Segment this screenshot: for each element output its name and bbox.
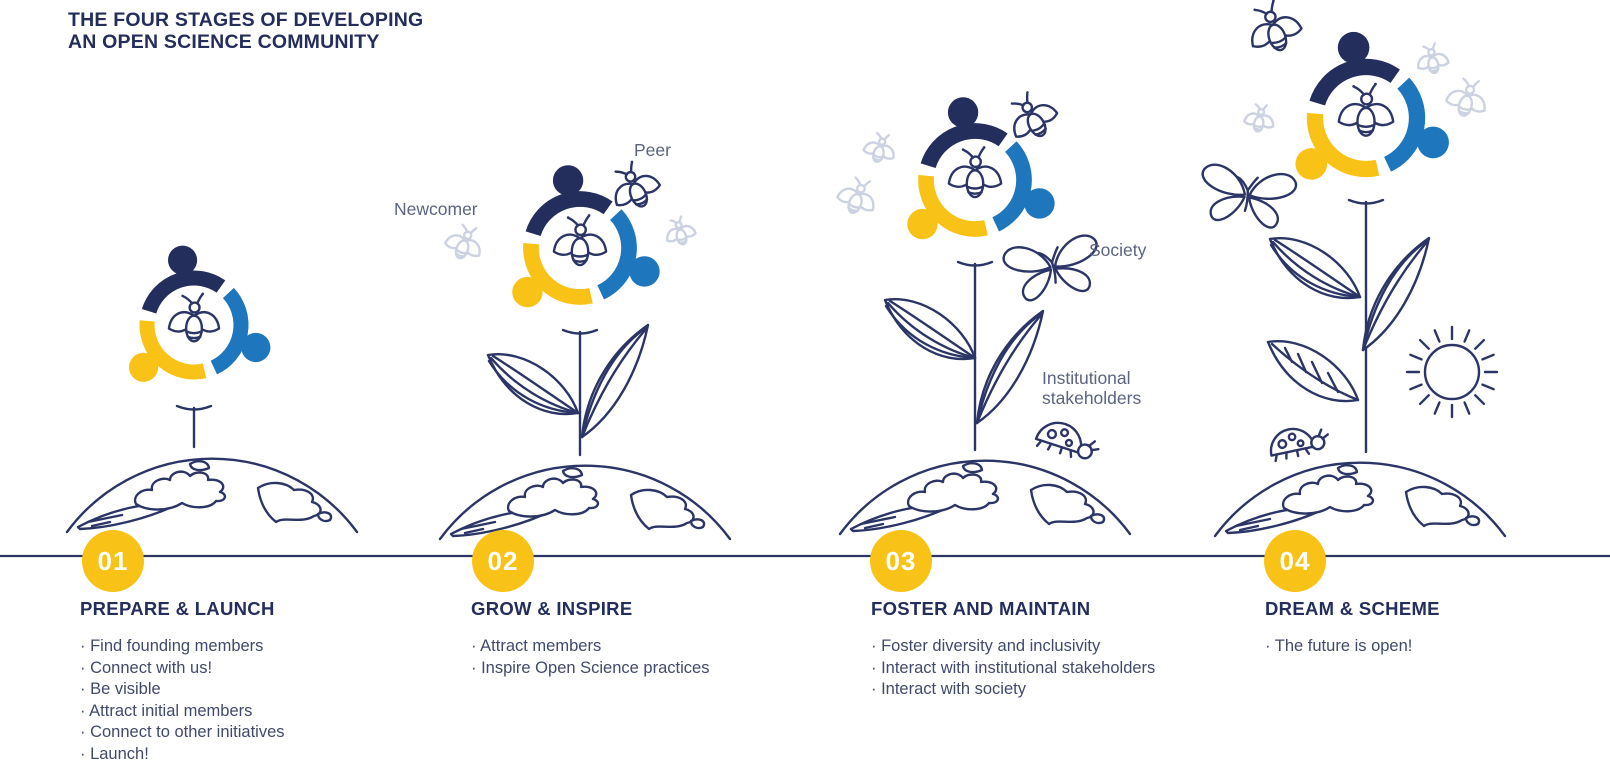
page-title: THE FOUR STAGES OF DEVELOPING AN OPEN SC…	[68, 9, 424, 53]
leaf-icon	[1268, 237, 1362, 300]
globe-icon	[838, 459, 1132, 536]
stage3-plant	[833, 82, 1132, 536]
label-institutional-stakeholders: Institutional stakeholders	[1042, 368, 1142, 408]
firefly-icon	[601, 153, 666, 217]
faded-firefly-icon	[1242, 100, 1278, 135]
bullet-item: · Inspire Open Science practices	[471, 658, 710, 677]
stage2-number-badge: 02	[472, 530, 534, 592]
leaf-icon	[975, 309, 1045, 425]
bullet-item: · Connect to other initiatives	[80, 723, 285, 741]
stage2-column: GROW & INSPIRE · Attract members · Inspir…	[471, 598, 841, 679]
stage1-number-badge: 01	[82, 530, 144, 592]
stage3-bullet-list: · Foster diversity and inclusivity · Inte…	[871, 636, 1266, 701]
stage1-bullet-list: · Find founding members · Connect with us…	[80, 636, 425, 765]
stage1-column: PREPARE & LAUNCH · Find founding members…	[80, 598, 425, 765]
firefly-icon	[1239, 0, 1307, 60]
stage3-number-badge: 03	[870, 530, 932, 592]
label-society: Society	[1089, 240, 1147, 260]
bullet-item: · The future is open!	[1265, 637, 1413, 655]
stage4-bullet-list: · The future is open!	[1265, 636, 1595, 658]
globe-icon	[65, 457, 359, 534]
label-newcomer: Newcomer	[394, 199, 478, 219]
bullet-item: · Interact with institutional stakeholde…	[871, 658, 1156, 677]
bullet-item: · Connect with us!	[80, 658, 213, 677]
globe-icon	[1213, 461, 1507, 538]
title-line-2: AN OPEN SCIENCE COMMUNITY	[68, 30, 380, 53]
bullet-item: · Interact with society	[871, 680, 1026, 698]
bullet-item: · Attract initial members	[80, 701, 253, 720]
stage1-plant	[65, 246, 359, 534]
faded-firefly-icon	[441, 218, 489, 265]
stage2-heading: GROW & INSPIRE	[471, 598, 633, 619]
stage1-heading: PREPARE & LAUNCH	[80, 598, 275, 619]
stage4-column: DREAM & SCHEME · The future is open!	[1265, 598, 1595, 658]
bullet-item: · Launch!	[80, 744, 149, 763]
firefly-icon	[998, 82, 1064, 148]
faded-firefly-icon	[661, 212, 698, 249]
bullet-item: · Attract members	[471, 637, 602, 655]
stage4-number-badge: 04	[1264, 530, 1326, 592]
stage2-bullet-list: · Attract members · Inspire Open Science …	[471, 636, 841, 679]
bullet-item: · Foster diversity and inclusivity	[871, 637, 1101, 655]
faded-firefly-icon	[833, 170, 883, 220]
bullet-item: · Find founding members	[80, 637, 264, 655]
faded-firefly-icon	[861, 128, 900, 167]
globe-icon	[438, 464, 732, 541]
sun-icon	[1405, 325, 1499, 419]
ladybug-icon	[1265, 420, 1333, 463]
leaf-icon	[486, 353, 580, 416]
bullet-item: · Be visible	[80, 680, 161, 698]
community-flower-icon	[112, 246, 285, 404]
label-peer: Peer	[634, 140, 671, 160]
stage2-plant	[438, 153, 732, 541]
leaf-icon	[1361, 236, 1431, 352]
stage3-heading: FOSTER AND MAINTAIN	[871, 598, 1091, 619]
leaf-icon	[580, 323, 650, 439]
stage3-column: FOSTER AND MAINTAIN · Foster diversity a…	[871, 598, 1266, 701]
butterfly-icon	[1195, 161, 1299, 232]
faded-firefly-icon	[1443, 72, 1493, 122]
ladybug-icon	[1032, 415, 1104, 466]
title-line-1: THE FOUR STAGES OF DEVELOPING	[68, 9, 424, 31]
stage4-heading: DREAM & SCHEME	[1265, 598, 1440, 619]
leaf-icon	[883, 298, 977, 361]
stage4-plant	[1195, 0, 1507, 538]
leaf-icon	[1266, 340, 1360, 403]
faded-firefly-icon	[1413, 40, 1451, 77]
